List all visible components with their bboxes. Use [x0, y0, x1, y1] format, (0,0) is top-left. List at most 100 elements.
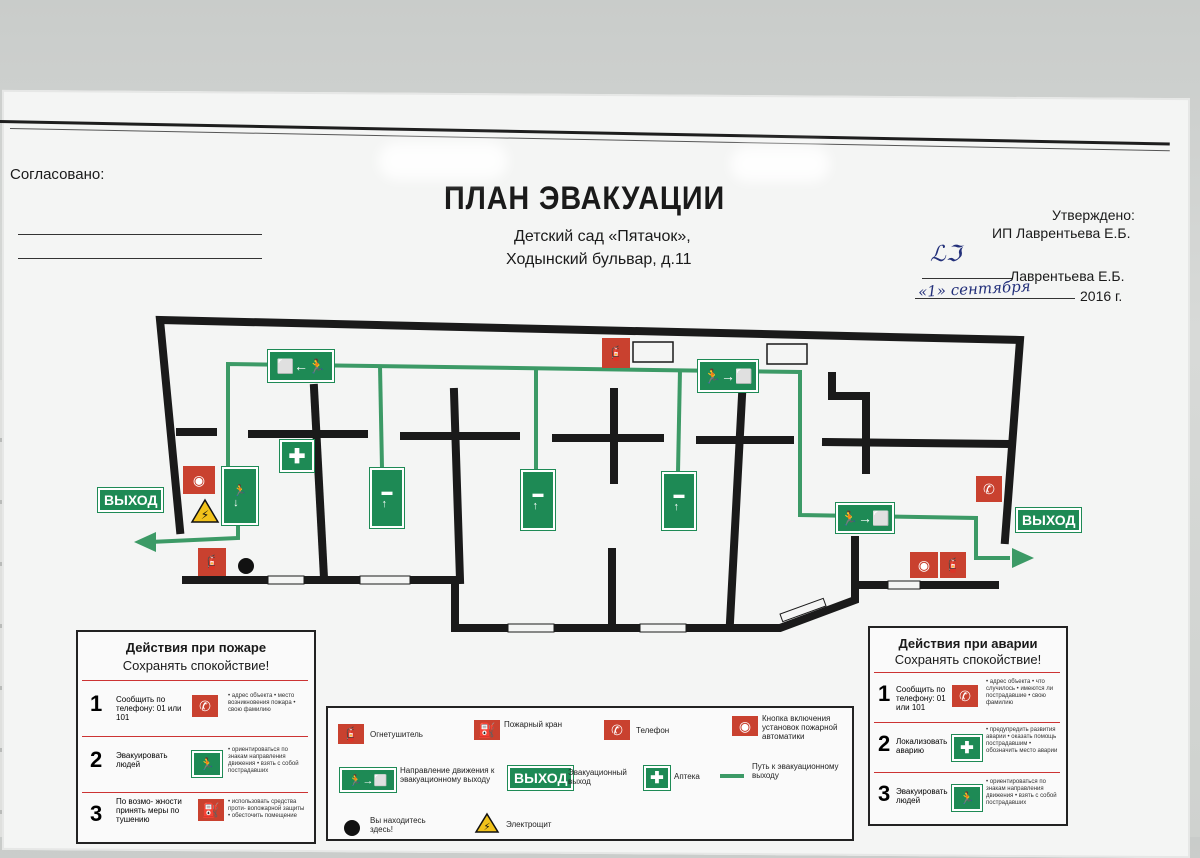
accident-step-1: 1 Сообщить по телефону: 01 или 101 ✆ • а… [874, 672, 1060, 721]
fire-extinguisher-icon: 🧯 [940, 552, 966, 578]
interior-wall [821, 437, 1011, 449]
accident-step-2: 2 Локализовать аварию ✚ • предупредить р… [874, 722, 1060, 771]
phone-icon: ✆ [604, 720, 630, 740]
exit-stairs-sign-icon: 🏃↓ [222, 467, 258, 525]
approval-year: 2016 г. [1080, 288, 1123, 304]
glare-reflection [730, 146, 830, 182]
window [639, 623, 687, 633]
legend-electric: Электрощит [506, 820, 552, 829]
interior-wall [449, 387, 465, 585]
step-number: 1 [90, 691, 103, 716]
step-number: 3 [90, 801, 103, 826]
step-description: • адрес объекта • что случилось • имеютс… [986, 679, 1054, 706]
legend-path: Путь к эвакуационному выходу [752, 762, 839, 780]
step-label: Сообщить по телефону: 01 или 101 [896, 685, 946, 712]
step-number: 1 [878, 681, 891, 706]
handwritten-signature: ℒℑ [930, 242, 962, 267]
fire-step-1: 1 Сообщить по телефону: 01 или 101 ✆ • а… [82, 680, 308, 735]
legend-extinguisher: Огнетушитель [370, 730, 423, 739]
plan-title: ПЛАН ЭВАКУАЦИИ [444, 180, 726, 216]
step-label: По возмо- жности принять меры по тушению [116, 797, 182, 824]
interior-wall [828, 372, 870, 474]
exit-up-sign-icon: ▬↑ [370, 468, 404, 528]
fire-hydrant-icon: ⛽ [474, 720, 500, 740]
fire-alarm-button-icon: ◉ [732, 716, 758, 736]
fire-extinguisher-icon: 🧯 [602, 338, 630, 368]
legend-panel: 🧯 Огнетушитель ⛽ Пожарный кран ✆ Телефон… [326, 706, 854, 841]
electric-hazard-icon: ⚡ [190, 498, 220, 523]
phone-icon: ✆ [976, 476, 1002, 502]
first-aid-icon: ✚ [644, 766, 670, 790]
agreed-label: Согласовано: [10, 166, 105, 183]
evacuation-route-branch [378, 365, 384, 469]
fire-step-3: 3 По возмо- жности принять меры по тушен… [82, 792, 308, 841]
direction-sign-icon: 🏃→⬜ [340, 768, 396, 792]
outer-wall [155, 315, 1025, 545]
exit-arrow-right [1012, 548, 1034, 568]
first-aid-icon: ✚ [280, 440, 314, 472]
legend-you-are-here: Вы находитесь здесь! [370, 816, 426, 834]
evacuation-exit-icon: 🏃 [952, 785, 982, 811]
legend-hydrant: Пожарный кран [504, 720, 563, 729]
approved-label: Утверждено: [1052, 207, 1135, 223]
date-line [915, 298, 1075, 299]
electric-hazard-icon: ⚡ [474, 812, 500, 833]
step-description: • адрес объекта • место возникновения по… [228, 693, 296, 713]
fire-alarm-button-icon: ◉ [183, 466, 215, 494]
accident-actions-panel: Действия при аварии Сохранять спокойстви… [868, 626, 1068, 826]
step-description: • ориентироваться по знакам направления … [986, 779, 1057, 806]
evacuation-exit-icon: 🏃 [192, 751, 222, 777]
direction-sign-icon: 🏃→⬜ [836, 503, 894, 533]
legend-exit-sign: ВЫХОД [508, 766, 574, 790]
window [507, 623, 555, 633]
step-description: • ориентироваться по знакам направления … [228, 747, 299, 774]
svg-text:⚡: ⚡ [483, 822, 490, 833]
top-niche [632, 341, 674, 363]
step-label: Эвакуировать людей [116, 751, 168, 769]
window [267, 575, 305, 585]
legend-alarm-button: Кнопка включения установок пожарной авто… [762, 714, 838, 741]
agreed-signature-line [18, 234, 262, 235]
route-line-icon [720, 774, 744, 778]
fire-extinguisher-icon: 🧯 [198, 548, 226, 576]
direction-sign-icon: 🏃→⬜ [698, 360, 758, 392]
fire-actions-panel: Действия при пожаре Сохранять спокойстви… [76, 630, 316, 844]
evacuation-route-branch [676, 369, 682, 473]
step-number: 2 [90, 747, 103, 772]
outer-wall-bottom [451, 576, 999, 632]
window [887, 580, 921, 590]
svg-text:⚡: ⚡ [201, 508, 209, 522]
fire-extinguisher-icon: 🧯 [338, 724, 364, 744]
glare-reflection [378, 142, 508, 180]
legend-first-aid: Аптека [674, 772, 700, 781]
accident-panel-title: Действия при аварии [898, 636, 1038, 651]
fire-alarm-button-icon: ◉ [910, 552, 938, 578]
first-aid-icon: ✚ [952, 735, 982, 761]
phone-icon: ✆ [952, 685, 978, 707]
legend-direction: Направление движения к эвакуационному вы… [400, 766, 495, 784]
step-label: Эвакуировать людей [896, 787, 948, 805]
you-are-here-dot [238, 558, 254, 574]
legend-exit-text: Эвакуационный выход [568, 768, 627, 786]
step-description: • предупредить развития аварии • оказать… [986, 727, 1058, 754]
step-number: 2 [878, 731, 891, 756]
agreed-signature-line [18, 258, 262, 259]
window [359, 575, 411, 585]
exit-sign-right: ВЫХОД [1016, 508, 1082, 532]
step-label: Сообщить по телефону: 01 или 101 [116, 695, 182, 722]
step-number: 3 [878, 781, 891, 806]
approver-name: ИП Лаврентьева Е.Б. [992, 225, 1131, 241]
direction-sign-icon: ⬜←🏃 [268, 350, 334, 382]
step-label: Локализовать аварию [896, 737, 948, 755]
window [779, 597, 827, 623]
exit-up-sign-icon: ▬↑ [662, 472, 696, 530]
legend-phone: Телефон [636, 726, 670, 735]
approver-signature-line [922, 278, 1012, 279]
fire-hydrant-icon: ⛽ [198, 799, 224, 821]
fire-step-2: 2 Эвакуировать людей 🏃 • ориентироваться… [82, 736, 308, 791]
you-are-here-icon [344, 820, 360, 836]
interior-wall [725, 391, 747, 627]
exit-up-sign-icon: ▬↑ [521, 470, 555, 530]
exit-arrow-left [134, 532, 156, 552]
interior-wall [309, 383, 329, 583]
